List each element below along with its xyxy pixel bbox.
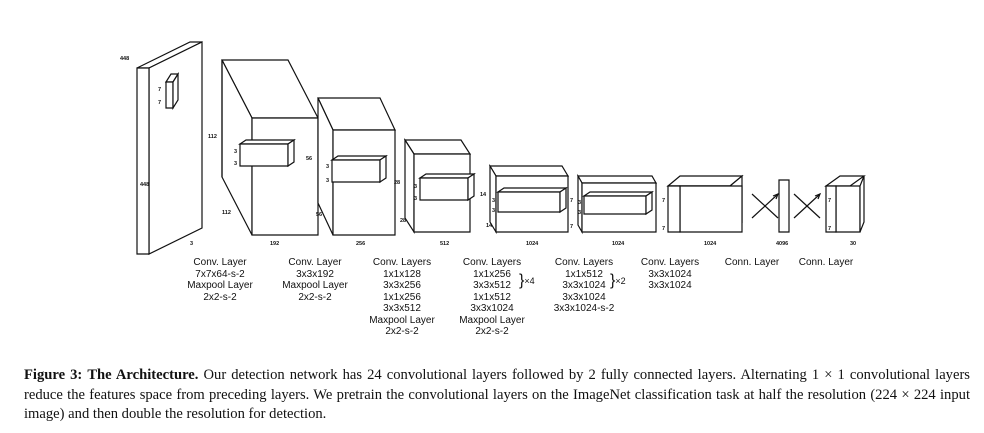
figure-caption: Figure 3: The Architecture. Our detectio… (24, 366, 970, 425)
input-volume (136, 41, 203, 255)
repeat-brace-5: }×2 (610, 271, 626, 289)
layer-label-3: Conv. Layers 1x1x128 3x3x256 1x1x256 3x3… (369, 257, 435, 337)
dim-b5-c: 1024 (612, 241, 625, 247)
dim-b4-h: 14 (480, 192, 487, 198)
layer-label-7: Conn. Layer (724, 257, 780, 268)
output-volume (824, 175, 866, 233)
dim-input-c: 3 (190, 241, 193, 247)
dim-b3-k-b: 3 (414, 196, 417, 202)
dim-b1-w: 112 (222, 210, 231, 216)
dim-b5-h: 7 (570, 198, 573, 204)
layer-label-4: Conv. Layers 1x1x256 3x3x512 1x1x512 3x3… (459, 257, 525, 337)
layer-label-2: Conv. Layer 3x3x192 Maxpool Layer 2x2-s-… (282, 257, 348, 303)
fc-connections (751, 179, 822, 233)
dim-input-h: 448 (120, 56, 129, 62)
dim-b6-h: 7 (662, 198, 665, 204)
dim-out-c: 30 (850, 241, 856, 247)
conv-block-2 (317, 97, 396, 236)
dim-input-w: 448 (140, 182, 149, 188)
conv-block-6 (666, 174, 744, 233)
layer-label-8: Conn. Layer (798, 257, 854, 268)
dim-input-kernel-a: 7 (158, 87, 161, 93)
layer-label-1: Conv. Layer 7x7x64-s-2 Maxpool Layer 2x2… (187, 257, 253, 303)
dim-b3-h: 28 (394, 180, 400, 186)
dim-b4-k-b: 3 (492, 208, 495, 214)
dim-b4-c: 1024 (526, 241, 539, 247)
repeat-brace-4: }×4 (519, 271, 535, 289)
conv-block-5 (576, 173, 658, 235)
dim-b3-k-a: 3 (414, 184, 417, 190)
dim-b3-w: 28 (400, 218, 406, 224)
dim-b3-c: 512 (440, 241, 449, 247)
layer-label-5: Conv. Layers 1x1x512 3x3x1024 3x3x1024 3… (553, 257, 615, 314)
conv-block-3 (403, 137, 476, 235)
dim-b2-k-b: 3 (326, 178, 329, 184)
dim-out-w: 7 (828, 226, 831, 232)
dim-b1-k-a: 3 (234, 149, 237, 155)
dim-out-h: 7 (828, 198, 831, 204)
figure-label: Figure 3: (24, 367, 83, 383)
dim-b4-w: 14 (486, 223, 493, 229)
figure-title: The Architecture. (87, 367, 199, 383)
caption-body: Our detection network has 24 convolution… (24, 367, 970, 422)
conv-block-4 (488, 163, 570, 235)
dim-b5-k-a: 3 (578, 200, 581, 206)
dim-b2-k-a: 3 (326, 164, 329, 170)
dim-b1-c: 192 (270, 241, 279, 247)
dim-b4-k-a: 3 (492, 198, 495, 204)
dim-fc-c: 4096 (776, 241, 788, 247)
dim-b2-c: 256 (356, 241, 365, 247)
dim-b5-w: 7 (570, 224, 573, 230)
conv-block-1 (221, 59, 319, 236)
dim-b2-h: 56 (306, 156, 312, 162)
dim-b5-k-b: 3 (578, 210, 581, 216)
dim-b1-h: 112 (208, 134, 217, 140)
layer-label-6: Conv. Layers 3x3x1024 3x3x1024 (640, 257, 700, 291)
dim-b6-c: 1024 (704, 241, 717, 247)
dim-b2-w: 56 (316, 212, 322, 218)
dim-input-kernel-b: 7 (158, 100, 161, 106)
dim-b6-w: 7 (662, 226, 665, 232)
dim-b1-k-b: 3 (234, 161, 237, 167)
